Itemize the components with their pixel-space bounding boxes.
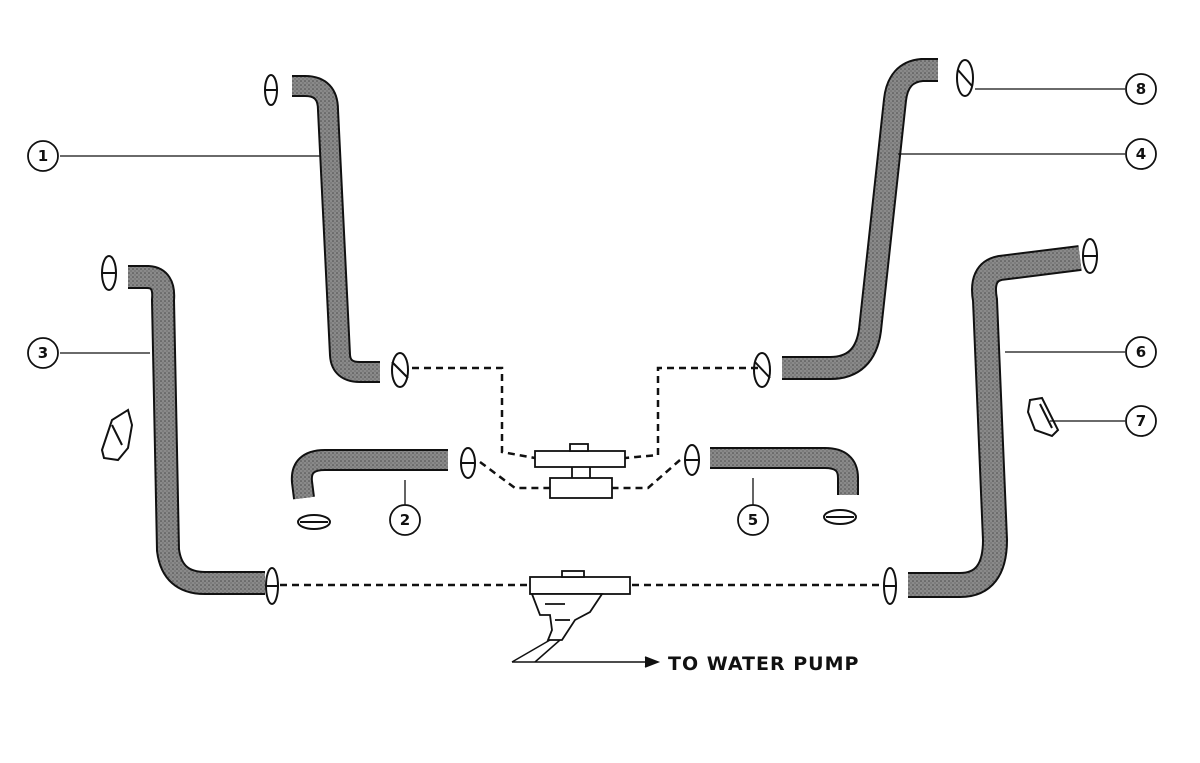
callout-7: 7 <box>1125 405 1157 437</box>
clamp-hose2-left <box>297 514 331 530</box>
clamp-hose5-left <box>684 444 700 476</box>
water-pump-caption: TO WATER PUMP <box>668 653 859 675</box>
hose-5 <box>710 447 859 495</box>
callout-8: 8 <box>1125 73 1157 105</box>
hose-1 <box>292 75 380 383</box>
hose-clamps <box>101 59 1098 605</box>
callout-2-label: 2 <box>400 511 410 529</box>
clamp-hose4-bottom <box>753 352 771 388</box>
clamp-hose8 <box>956 59 974 97</box>
clamp-hose3-bottom <box>265 567 279 605</box>
hose-4 <box>782 58 938 380</box>
callout-3-label: 3 <box>38 344 48 362</box>
callout-3: 3 <box>27 337 59 369</box>
bracket-left <box>100 408 134 462</box>
callout-8-label: 8 <box>1136 80 1146 98</box>
callout-6-label: 6 <box>1136 343 1146 361</box>
hose-6 <box>908 245 1082 598</box>
callout-4: 4 <box>1125 138 1157 170</box>
callout-6: 6 <box>1125 336 1157 368</box>
callout-5-label: 5 <box>748 511 758 529</box>
water-pump-arrow <box>511 639 661 668</box>
callout-1-label: 1 <box>38 147 48 165</box>
hose-2 <box>290 449 448 500</box>
hose-3 <box>128 265 265 595</box>
dashed-connections <box>280 366 882 587</box>
callout-7-label: 7 <box>1136 412 1146 430</box>
callout-1: 1 <box>27 140 59 172</box>
bracket-7 <box>1026 396 1060 438</box>
clamp-hose2-right <box>460 447 476 479</box>
clamp-hose3-top <box>101 255 117 291</box>
clamp-hose5-right <box>823 509 857 525</box>
callout-4-label: 4 <box>1136 145 1146 163</box>
callout-2: 2 <box>389 504 421 536</box>
tee-fitting-upper <box>534 443 626 499</box>
clamp-hose6-bottom <box>883 567 897 605</box>
callout-5: 5 <box>737 504 769 536</box>
y-fitting-lower <box>529 570 631 641</box>
clamp-hose6-top <box>1082 238 1098 274</box>
clamp-top-left <box>264 74 278 106</box>
clamp-hose1-bottom <box>391 352 409 388</box>
